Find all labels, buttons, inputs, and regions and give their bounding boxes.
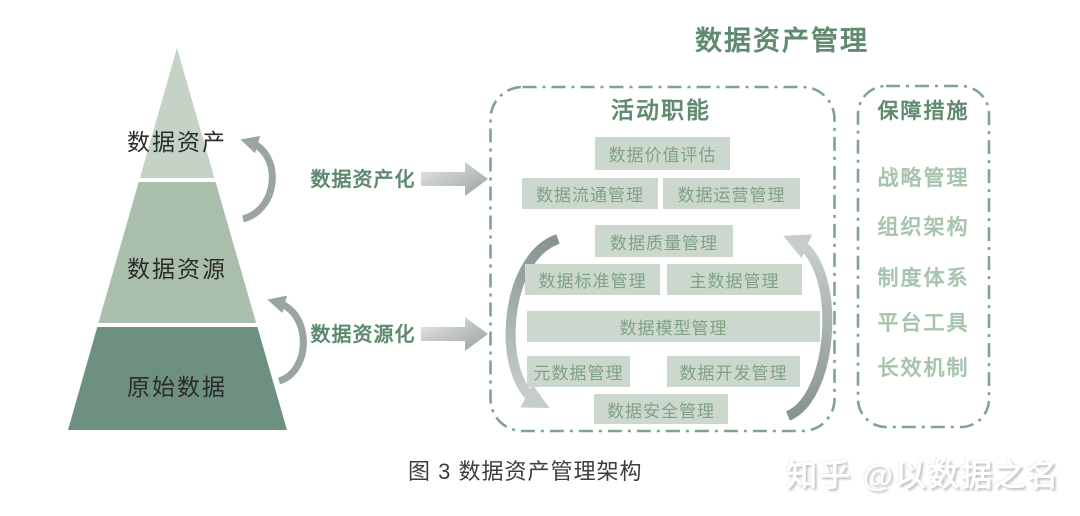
safeguard-item-organization: 组织架构	[877, 216, 970, 239]
function-box-master-data-mgmt: 主数据管理	[667, 264, 802, 295]
function-box-data-security-mgmt: 数据安全管理	[594, 394, 728, 424]
pyramid-level-label-asset: 数据资产	[127, 129, 227, 155]
safeguard-item-strategy: 战略管理	[877, 167, 970, 190]
safeguard-item-long-term-mechanism: 长效机制	[877, 357, 970, 380]
pyramid-level-label-resource: 数据资源	[127, 256, 227, 282]
function-box-data-model-mgmt: 数据模型管理	[527, 311, 820, 342]
function-box-data-value-evaluation: 数据价值评估	[595, 137, 730, 170]
activities-cycle-arrow-right	[783, 234, 833, 421]
activities-panel-border	[489, 85, 836, 433]
watermark: 知乎 @以数据之名	[786, 458, 1060, 493]
activities-cycle-arrow-left	[505, 234, 560, 409]
pyramid-level-label-raw: 原始数据	[127, 374, 227, 400]
page-title: 数据资产管理	[695, 25, 869, 56]
safeguard-item-institution: 制度体系	[877, 267, 970, 290]
pyramid-tier-bottom	[68, 327, 287, 430]
function-box-metadata-mgmt: 元数据管理	[527, 356, 630, 387]
assetization-label: 数据资产化	[310, 168, 416, 191]
function-box-data-standard-mgmt: 数据标准管理	[525, 264, 660, 295]
safeguards-panel-title: 保障措施	[877, 100, 970, 123]
assetization-arrow-icon	[421, 162, 488, 196]
resourcization-arrow-icon	[421, 317, 488, 351]
function-box-data-circulation-mgmt: 数据流通管理	[522, 178, 658, 209]
safeguards-panel-border	[856, 84, 991, 429]
pyramid-tier-top	[139, 48, 215, 178]
resourcization-label: 数据资源化	[310, 323, 416, 346]
safeguard-item-platform-tools: 平台工具	[877, 312, 970, 335]
pyramid-cycle-arrow-bottom	[267, 295, 307, 385]
pyramid-cycle-arrow-top	[240, 136, 276, 223]
activities-panel-title: 活动职能	[611, 97, 711, 123]
pyramid-tier-middle	[98, 182, 257, 323]
function-box-data-operation-mgmt: 数据运营管理	[663, 178, 800, 209]
function-box-data-development-mgmt: 数据开发管理	[667, 356, 800, 387]
figure-caption: 图 3 数据资产管理架构	[408, 459, 643, 484]
function-box-data-quality-mgmt: 数据质量管理	[595, 225, 733, 257]
